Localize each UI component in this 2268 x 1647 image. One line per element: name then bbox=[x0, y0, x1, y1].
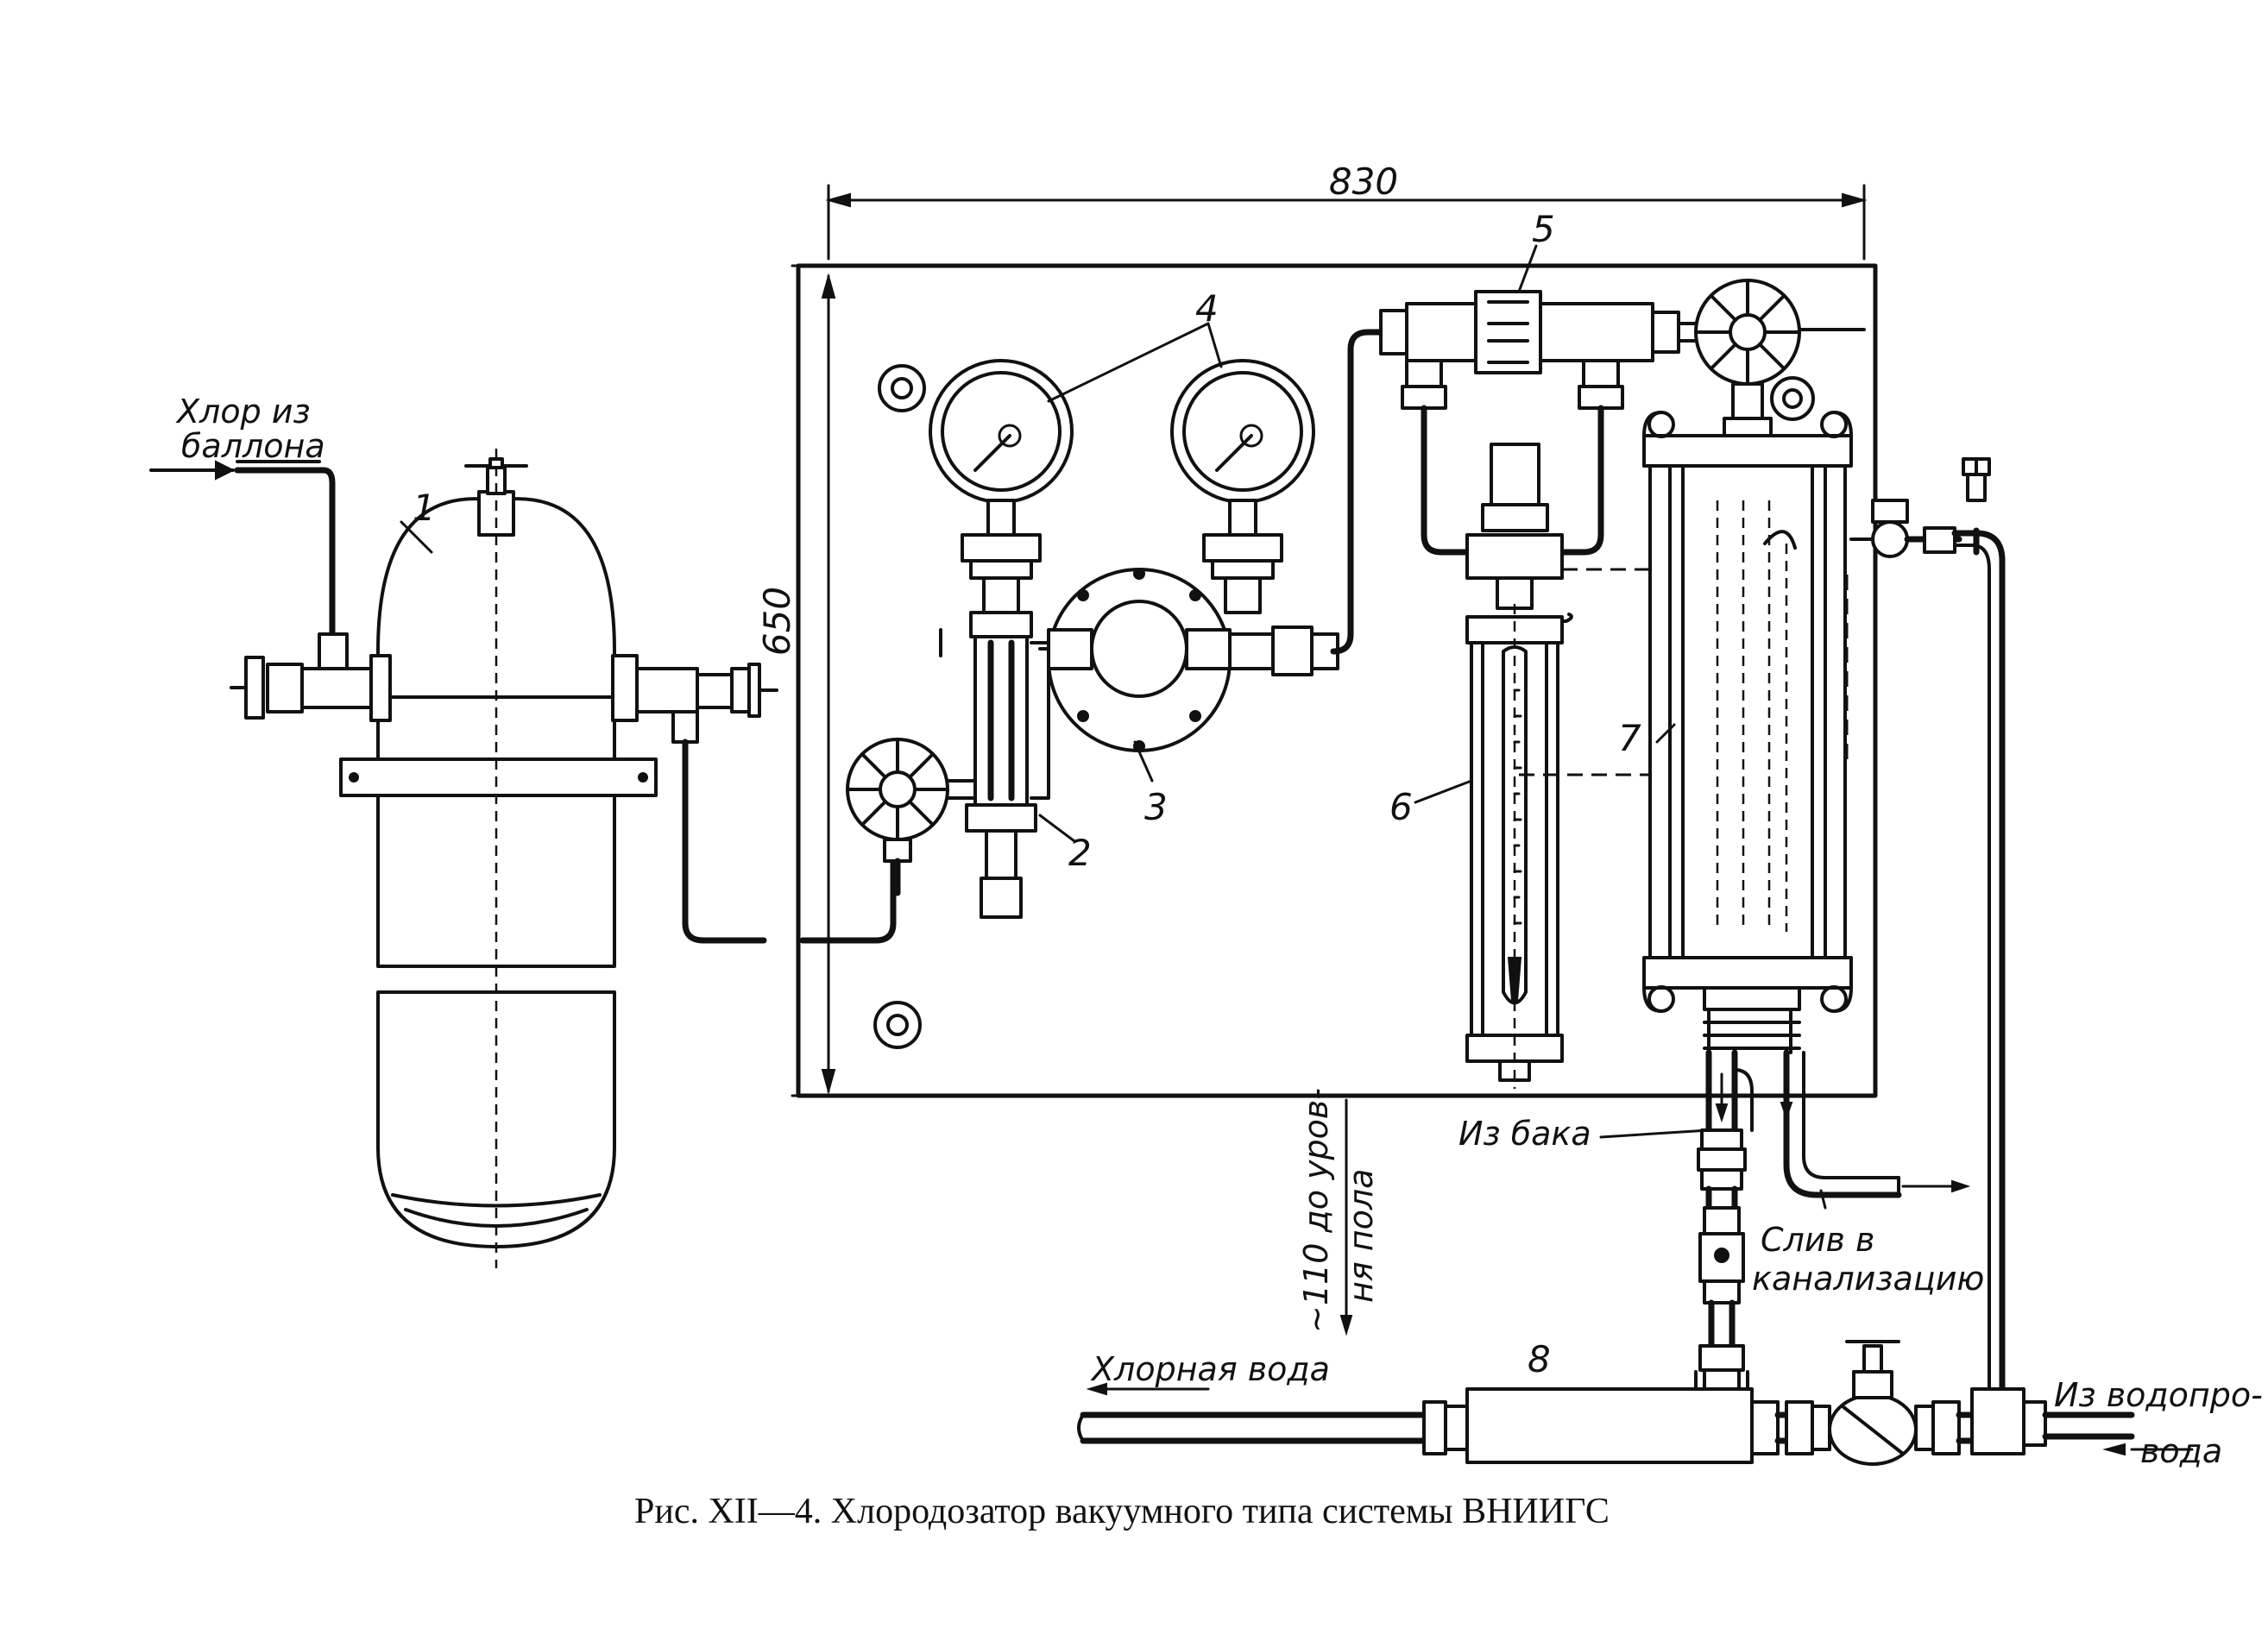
pressure-gauge-right bbox=[1170, 359, 1315, 614]
pressure-gauge-left bbox=[929, 359, 1074, 614]
dimension-width: 830 bbox=[825, 160, 1868, 261]
figure-caption: Рис. XII—4. Хлородозатор вакуумного типа… bbox=[634, 1492, 1610, 1531]
label-chlorine-water: Хлорная вода bbox=[1090, 1350, 1330, 1388]
filter bbox=[939, 611, 1050, 919]
cylinder-right-valve bbox=[611, 654, 778, 722]
text-labels: Хлор из баллона Из бака Слив в канализац… bbox=[175, 393, 2263, 1470]
dimension-width-label: 830 bbox=[1329, 160, 1398, 203]
rotameter bbox=[1465, 604, 1573, 1089]
vacuum-regulator bbox=[1465, 443, 1564, 610]
dimension-height-label: 650 bbox=[756, 587, 798, 656]
callout-8: 8 bbox=[1528, 1338, 1551, 1380]
handwheel-valve-top bbox=[1677, 279, 1866, 444]
label-water-supply-line2: вода bbox=[2140, 1432, 2222, 1470]
label-drain-line1: Слив в bbox=[1761, 1221, 1874, 1259]
callout-6: 6 bbox=[1389, 786, 1413, 828]
leader-lines bbox=[400, 244, 1827, 1210]
rotameter-feed-pipes bbox=[1401, 359, 1624, 556]
chlorine-inlet-pipe bbox=[149, 460, 349, 670]
column-outlets bbox=[1703, 986, 1801, 1054]
chlorine-cylinder bbox=[339, 449, 658, 1268]
cylinder-to-panel-pipe bbox=[671, 710, 897, 944]
dimension-height: 650 bbox=[756, 264, 836, 1097]
cylinder-left-valve bbox=[230, 654, 392, 722]
water-inlet-valve bbox=[1785, 1340, 2194, 1466]
callout-3: 3 bbox=[1144, 786, 1168, 828]
callout-5: 5 bbox=[1532, 208, 1555, 250]
water-supply-riser bbox=[1849, 457, 2006, 1392]
callout-1: 1 bbox=[413, 487, 436, 529]
label-water-supply-line1: Из водопро- bbox=[2054, 1376, 2263, 1414]
label-drain-line2: канализацию bbox=[1752, 1260, 1984, 1298]
ejector bbox=[1077, 1370, 1824, 1464]
label-from-tank: Из бака bbox=[1458, 1115, 1591, 1153]
floor-level-dimension bbox=[1297, 1094, 1400, 1336]
callout-4: 4 bbox=[1195, 287, 1219, 330]
label-floor-level-line1: ~110 до уров- bbox=[1297, 1088, 1335, 1333]
callout-2: 2 bbox=[1068, 832, 1092, 874]
label-floor-level-line2: ня пола bbox=[1342, 1169, 1380, 1303]
handwheel-valve-left bbox=[846, 738, 977, 896]
label-chlorine-from-cylinder-line1: Хлор из bbox=[175, 393, 311, 431]
pressure-reducer bbox=[1038, 329, 1384, 752]
sight-glass bbox=[1379, 290, 1680, 374]
label-chlorine-from-cylinder-line2: баллона bbox=[181, 427, 325, 465]
ejector-feed-pipe bbox=[1697, 1049, 1754, 1391]
callout-7: 7 bbox=[1618, 717, 1641, 759]
callout-numbers: 1 2 3 4 5 6 7 8 bbox=[413, 208, 1641, 1380]
label-arrows bbox=[1086, 1382, 1210, 1396]
mounting-bolts bbox=[873, 364, 1815, 1049]
mixing-column bbox=[1642, 411, 1853, 1013]
drain-pipe bbox=[1780, 1049, 1971, 1198]
